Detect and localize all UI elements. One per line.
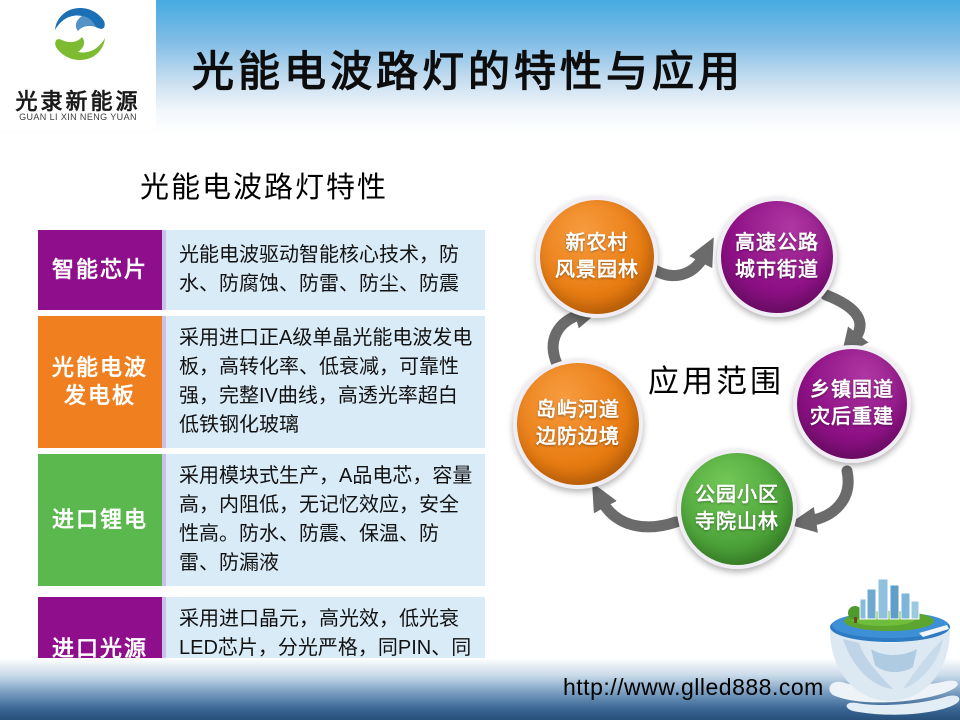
row-label-text: 智能芯片 — [51, 257, 148, 282]
row-divider — [162, 454, 166, 586]
row-label-text: 进口锂电 — [51, 507, 148, 532]
bubble-line1: 新农村 — [565, 232, 629, 254]
applications-center-label: 应用范围 — [648, 364, 784, 399]
row-label-text: 进口光源 — [51, 635, 148, 661]
row-label-text: 光能电波 — [51, 355, 148, 380]
application-bubble-rural: 新农村 风景园林 — [536, 196, 658, 318]
cycle-arrows — [547, 237, 869, 533]
row-description: 采用模块式生产，A品电芯，容量高，内阻低，无记忆效应，安全性高。防水、防震、保温… — [166, 454, 485, 586]
row-label-text2: 发电板 — [63, 383, 136, 408]
arrow-right-lower — [788, 465, 854, 533]
bubble-line2: 边防边境 — [536, 426, 620, 448]
website-url: http://www.glled888.com — [563, 674, 824, 700]
header-gradient-band — [0, 0, 960, 135]
row-description: 采用进口正A级单晶光能电波发电板，高转化率、低衰减，可靠性强，完整IV曲线，高透… — [166, 316, 485, 448]
application-bubble-township: 乡镇国道 灾后重建 — [793, 345, 911, 463]
row-divider — [162, 597, 166, 700]
logo-romanized-name: GUAN LI XIN NENG YUAN — [19, 112, 137, 122]
row-description: 光能电波驱动智能核心技术，防水、防腐蚀、防雷、防尘、防震 — [166, 230, 485, 310]
bubble-line2: 寺院山林 — [695, 511, 779, 533]
bubble-line1: 高速公路 — [735, 232, 819, 254]
bubble-line1: 乡镇国道 — [810, 379, 894, 401]
arrow-top — [644, 237, 714, 281]
arrow-bottom-left — [591, 482, 682, 533]
row-label: 智能芯片 — [38, 230, 162, 310]
application-bubble-highway: 高速公路 城市街道 — [717, 197, 837, 317]
table-row: 进口锂电 采用模块式生产，A品电芯，容量高，内阻低，无记忆效应，安全性高。防水、… — [38, 454, 485, 586]
features-table: 智能芯片 光能电波驱动智能核心技术，防水、防腐蚀、防雷、防尘、防震 光能电波 发… — [38, 230, 485, 720]
logo-company-name: 光隶新能源 — [15, 89, 141, 114]
row-divider — [162, 316, 166, 448]
bubble-line1: 岛屿河道 — [536, 399, 620, 421]
table-row: 智能芯片 光能电波驱动智能核心技术，防水、防腐蚀、防雷、防尘、防震 — [38, 230, 485, 310]
logo-swoosh-icon — [55, 8, 105, 60]
applications-diagram: 应用范围 新农村 风景园林 高速公路 城市街道 乡镇国道 灾后重建 公园小区 寺… — [500, 170, 960, 600]
footer-water-band — [0, 658, 960, 720]
company-logo: 光隶新能源 GUAN LI XIN NENG YUAN — [0, 0, 156, 130]
page-title: 光能电波路灯的特性与应用 — [192, 47, 745, 96]
bubble-line2: 风景园林 — [555, 259, 639, 281]
globe-city-icon — [829, 578, 960, 715]
row-label: 光能电波 发电板 — [38, 316, 162, 448]
application-bubble-park: 公园小区 寺院山林 — [677, 449, 797, 569]
row-label: 进口锂电 — [38, 454, 162, 586]
application-bubble-island: 岛屿河道 边防边境 — [513, 359, 643, 489]
bubble-line1: 公园小区 — [695, 484, 779, 506]
row-divider — [162, 230, 166, 310]
table-row: 光能电波 发电板 采用进口正A级单晶光能电波发电板，高转化率、低衰减，可靠性强，… — [38, 316, 485, 448]
bubble-line2: 灾后重建 — [810, 406, 894, 428]
arrow-right-upper — [820, 289, 869, 357]
arrow-left — [547, 303, 603, 370]
bubble-line2: 城市街道 — [735, 259, 819, 281]
features-heading: 光能电波路灯特性 — [140, 172, 389, 204]
